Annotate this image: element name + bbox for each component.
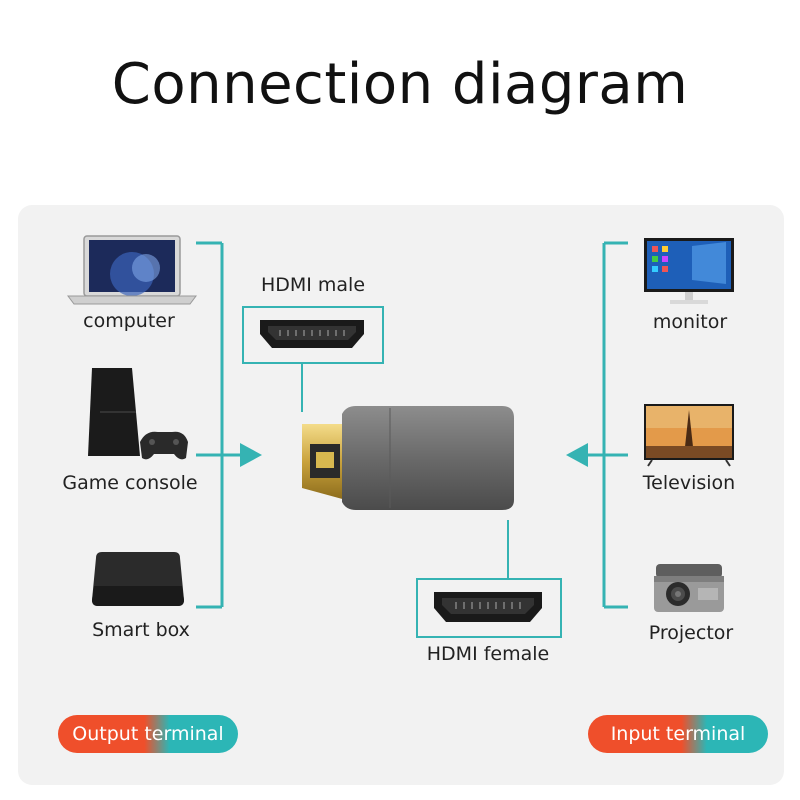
output-label-computer: computer bbox=[83, 310, 175, 332]
input-arrow-icon bbox=[566, 443, 588, 467]
hdmi-female-label: HDMI female bbox=[426, 643, 550, 665]
hdmi-male-box bbox=[242, 306, 384, 364]
output-arrow-icon bbox=[240, 443, 262, 467]
output-label-game-console: Game console bbox=[62, 472, 198, 494]
television-icon bbox=[644, 404, 734, 467]
hdmi-female-box bbox=[416, 578, 562, 638]
laptop-icon bbox=[67, 235, 197, 305]
monitor-icon bbox=[644, 238, 734, 304]
hdmi-adapter-icon bbox=[302, 406, 514, 510]
input-terminal-badge: Input terminal bbox=[588, 715, 768, 753]
hdmi-male-label: HDMI male bbox=[260, 274, 366, 296]
output-label-smart-box: Smart box bbox=[92, 619, 190, 641]
page-title: Connection diagram bbox=[111, 52, 689, 117]
hdmi-female-port-icon bbox=[434, 592, 542, 622]
smart-box-icon bbox=[92, 552, 184, 606]
hdmi-port-icon bbox=[260, 320, 364, 348]
input-label-television: Television bbox=[642, 472, 736, 494]
input-label-projector: Projector bbox=[648, 622, 734, 644]
input-label-monitor: monitor bbox=[652, 311, 728, 333]
game-console-icon bbox=[88, 368, 188, 460]
input-bracket bbox=[588, 241, 628, 609]
projector-icon bbox=[654, 564, 724, 612]
output-terminal-badge: Output terminal bbox=[58, 715, 238, 753]
output-bracket bbox=[196, 241, 240, 609]
